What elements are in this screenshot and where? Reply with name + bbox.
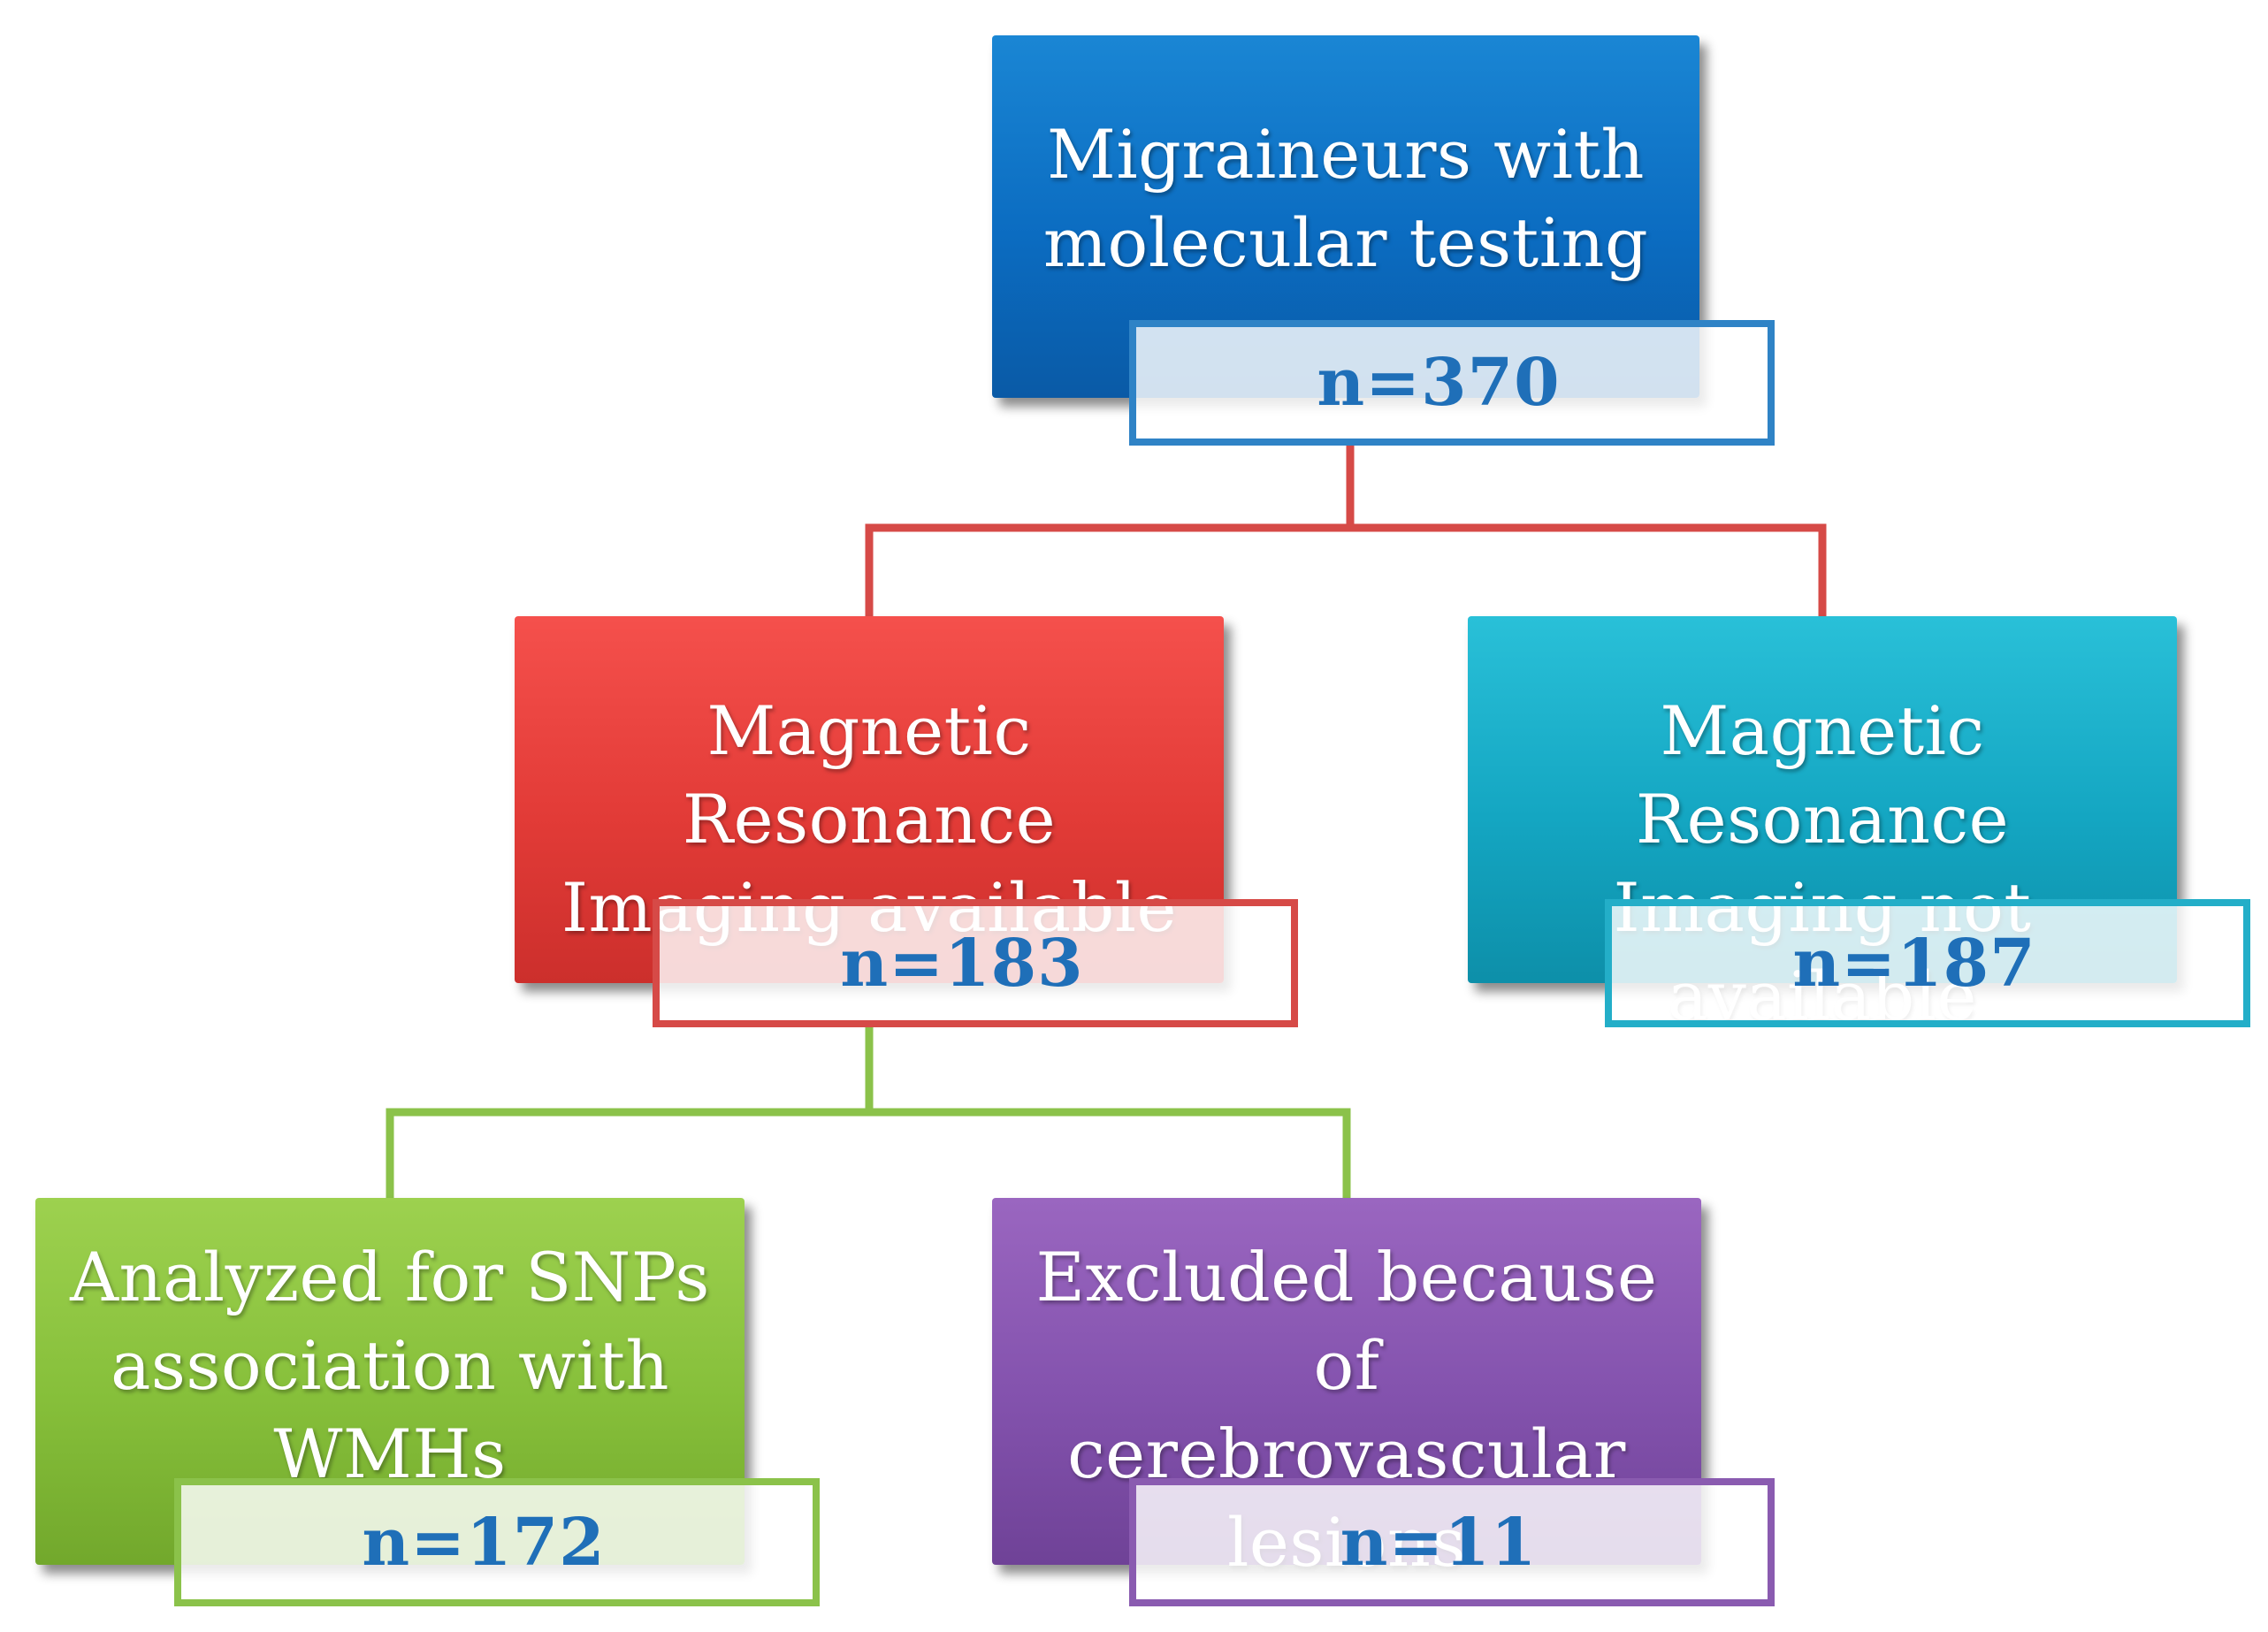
node-label-line: Magnetic Resonance [1635,691,2010,858]
node-label-line: molecular testing [1042,203,1649,282]
count-value: n=187 [1792,925,2036,1002]
node-migraineurs-label: Migraineurs with molecular testing [1038,111,1653,287]
connector-mri-to-excluded [869,1108,1351,1198]
count-box-mri-available: n=183 [653,899,1298,1027]
connector-top-to-mri-available [865,446,1355,616]
count-box-analyzed-snps: n=172 [174,1478,820,1606]
count-box-excluded: n=11 [1129,1478,1775,1606]
connector-mri-to-snp-analyzed [386,1027,874,1198]
count-box-migraineurs: n=370 [1129,320,1775,446]
count-value: n=172 [362,1504,606,1581]
count-value: n=183 [840,925,1084,1002]
node-label-line: Excluded because of [1035,1238,1658,1405]
node-analyzed-snps-label: Analyzed for SNPs association with WMHs [65,1233,715,1499]
count-value: n=370 [1317,345,1561,421]
node-label-line: Magnetic Resonance [682,691,1057,858]
count-value: n=11 [1340,1504,1538,1581]
connector-top-to-mri-not-available [1350,523,1827,616]
node-label-line: Migraineurs with [1047,115,1645,194]
node-migraineurs-molecular-testing: Migraineurs with molecular testing [992,35,1699,398]
node-label-line: Analyzed for SNPs [70,1238,710,1316]
count-box-mri-not-available: n=187 [1605,899,2250,1027]
node-label-line: association with [111,1326,669,1405]
